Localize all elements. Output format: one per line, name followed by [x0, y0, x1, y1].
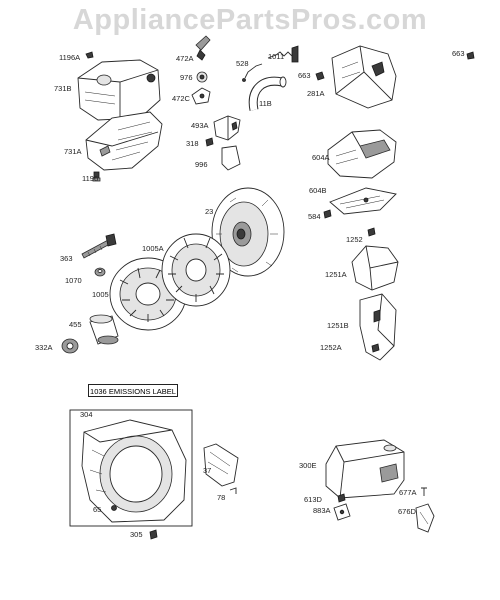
part-318-screw — [205, 137, 214, 147]
callout-731B: 731B — [54, 84, 72, 93]
part-1011-spring — [267, 45, 299, 63]
part-281A-shield — [331, 45, 397, 109]
callout-78: 78 — [217, 493, 226, 502]
callout-676D: 676D — [398, 507, 416, 516]
callout-613D: 613D — [304, 495, 322, 504]
part-604A-guard — [327, 129, 397, 179]
callout-11B: 11B — [259, 99, 272, 108]
part-1005A-fan — [161, 233, 231, 307]
callout-455: 455 — [69, 320, 82, 329]
part-1070-washer — [94, 267, 106, 277]
callout-528: 528 — [236, 59, 249, 68]
part-1252A-screw — [371, 343, 380, 353]
callout-1252A: 1252A — [320, 343, 342, 352]
part-1251A-cover — [351, 245, 399, 291]
part-1196A-screw — [85, 51, 94, 59]
callout-883A: 883A — [313, 506, 331, 515]
callout-304: 304 — [80, 410, 93, 419]
callout-1005A: 1005A — [142, 244, 164, 253]
part-584-screw — [323, 209, 332, 219]
callout-996: 996 — [195, 160, 208, 169]
callout-1005: 1005 — [92, 290, 109, 299]
callout-731A: 731A — [64, 147, 82, 156]
callout-663-b: 663 — [452, 49, 465, 58]
emissions-label-box: 1036 EMISSIONS LABEL — [88, 384, 178, 397]
part-78-clip — [229, 487, 237, 494]
part-1196-screw — [92, 171, 101, 182]
callout-493A: 493A — [191, 121, 209, 130]
callout-37: 37 — [203, 466, 212, 475]
part-11B-hose — [248, 76, 287, 111]
part-996-plate — [221, 145, 241, 171]
part-976-nut — [196, 71, 208, 83]
callout-1070: 1070 — [65, 276, 82, 285]
part-1252-screw — [367, 227, 376, 237]
callout-677A: 677A — [399, 488, 417, 497]
part-731A-housing — [85, 111, 163, 171]
part-37-baffle — [203, 443, 239, 487]
part-604B-deflector — [329, 187, 397, 215]
callout-65: 65 — [93, 505, 102, 514]
callout-305: 305 — [130, 530, 143, 539]
callout-332A: 332A — [35, 343, 53, 352]
part-455-cup — [89, 314, 119, 345]
callout-663-a: 663 — [298, 71, 311, 80]
part-23-flywheel — [211, 187, 285, 277]
callout-23: 23 — [205, 207, 214, 216]
callout-584: 584 — [308, 212, 321, 221]
callout-604B: 604B — [309, 186, 327, 195]
part-613D-screw — [337, 493, 346, 503]
part-528-link — [242, 63, 263, 82]
callout-472A: 472A — [176, 54, 194, 63]
kit-304-box — [69, 409, 193, 527]
part-677A-screw — [421, 487, 427, 496]
part-663-screw-b — [466, 51, 475, 60]
part-332A-nut — [61, 338, 79, 354]
part-493A-bracket — [213, 115, 241, 141]
part-883A-gasket — [333, 503, 351, 521]
callout-318: 318 — [186, 139, 199, 148]
callout-604A: 604A — [312, 153, 330, 162]
callout-1251A: 1251A — [325, 270, 347, 279]
callout-472C: 472C — [172, 94, 190, 103]
part-1251B-guard — [359, 293, 397, 361]
part-472A-knob — [195, 35, 211, 61]
watermark: AppliancePartsPros.com — [72, 4, 428, 36]
part-363-stud — [81, 233, 117, 259]
part-300E-muffler — [325, 439, 405, 499]
part-65-screw — [111, 505, 117, 511]
callout-281A: 281A — [307, 89, 325, 98]
part-305-screw — [149, 529, 158, 540]
part-676D-deflector — [415, 503, 435, 533]
part-731B-housing — [77, 59, 161, 121]
part-472C-bracket — [191, 87, 211, 105]
callout-1196A: 1196A — [59, 53, 81, 62]
callout-1011: 1011 — [268, 52, 285, 61]
callout-1251B: 1251B — [327, 321, 349, 330]
callout-976: 976 — [180, 73, 193, 82]
callout-300E: 300E — [299, 461, 317, 470]
callout-1196: 1196 — [82, 174, 99, 183]
part-blower-housing — [81, 419, 187, 523]
callout-363: 363 — [60, 254, 73, 263]
callout-1252: 1252 — [346, 235, 363, 244]
part-663-screw-a — [315, 71, 325, 81]
